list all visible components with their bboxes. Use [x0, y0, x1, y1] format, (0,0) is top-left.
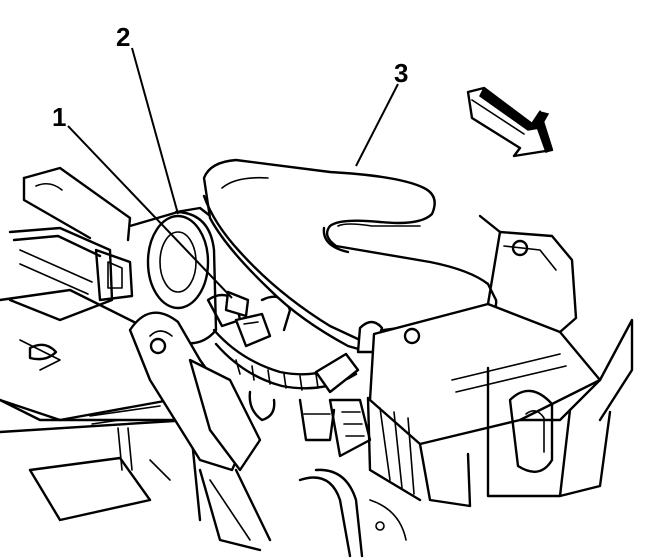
wiring-harness [206, 290, 360, 442]
callout-1: 1 [52, 102, 66, 132]
leader-line-3 [355, 83, 399, 167]
item-2-housing [129, 206, 220, 345]
leader-line-1 [67, 125, 233, 299]
callout-3: 3 [394, 58, 408, 88]
leader-line-2 [131, 47, 179, 215]
leader-lines [67, 47, 399, 299]
item-3-engine-cover [202, 158, 498, 354]
mount-bracket [128, 311, 407, 558]
callout-labels: 1 2 3 [52, 22, 408, 132]
left-frame-structure [0, 166, 202, 522]
callout-2: 2 [116, 22, 130, 52]
right-component-housing [328, 214, 634, 508]
front-of-vehicle-arrow-icon [466, 86, 554, 158]
